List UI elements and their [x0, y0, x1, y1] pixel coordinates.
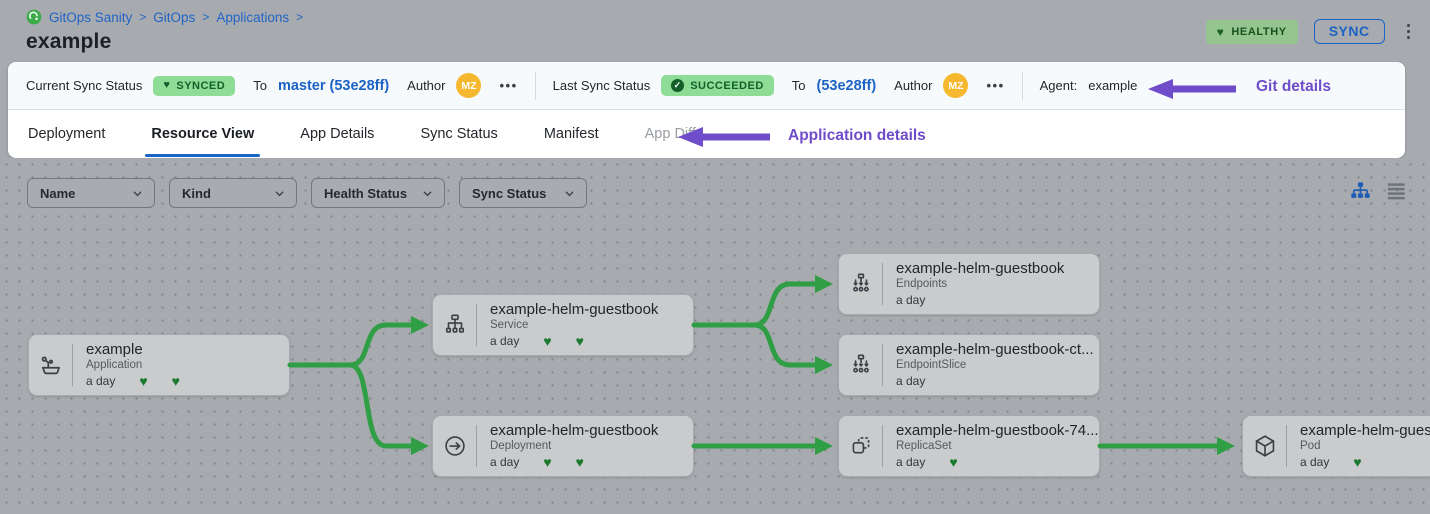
node-kind: ReplicaSet — [896, 440, 952, 452]
sync-status-filter-dropdown[interactable]: Sync Status — [459, 178, 587, 208]
annotation-arrow-application-details — [678, 127, 770, 147]
more-options-icon[interactable]: ••• — [499, 78, 518, 93]
node-age: a day — [490, 455, 520, 469]
breadcrumb-link-project[interactable]: GitOps Sanity — [49, 9, 133, 25]
annotation-application-details: Application details — [788, 127, 926, 144]
agent-label: Agent: — [1039, 78, 1078, 93]
chevron-down-icon — [275, 190, 284, 196]
node-age: a day — [1300, 455, 1330, 469]
node-title: example-helm-guestbook — [490, 301, 659, 318]
chevron-down-icon — [133, 190, 142, 196]
resource-node-application[interactable]: example Application a day ♥ ♥ — [28, 334, 290, 396]
node-title: example-helm-guestbook-ct... — [896, 341, 1094, 358]
service-icon — [433, 295, 476, 355]
to-label: To — [253, 78, 267, 93]
health-status-filter-dropdown[interactable]: Health Status — [311, 178, 445, 208]
agent-value: example — [1088, 78, 1138, 93]
node-kind: Endpoints — [896, 278, 948, 290]
health-heart-icon: ♥ — [543, 333, 552, 349]
gitops-logo-icon — [26, 9, 42, 25]
heart-icon: ♥ — [163, 79, 171, 91]
last-sync-target-link[interactable]: (53e28ff) — [816, 77, 877, 94]
sync-heart-icon: ♥ — [575, 454, 584, 470]
resource-node-replicaset[interactable]: example-helm-guestbook-74... ReplicaSet … — [838, 415, 1100, 477]
resource-node-endpoints[interactable]: example-helm-guestbook Endpoints a day — [838, 253, 1100, 315]
breadcrumb-separator: > — [139, 10, 147, 24]
chevron-down-icon — [565, 190, 574, 196]
tab-sync-status[interactable]: Sync Status — [420, 125, 498, 142]
author-label: Author — [894, 78, 933, 93]
page-title: example — [26, 30, 112, 53]
breadcrumb-link-applications[interactable]: Applications — [216, 9, 290, 25]
current-sync-status-label: Current Sync Status — [26, 78, 143, 93]
node-title: example-helm-guestbook — [896, 260, 1065, 277]
tab-app-details[interactable]: App Details — [300, 125, 375, 142]
list-view-icon[interactable] — [1385, 180, 1408, 203]
breadcrumb-separator: > — [296, 10, 304, 24]
succeeded-badge: ✓ SUCCEEDED — [661, 75, 774, 96]
to-label: To — [791, 78, 806, 93]
node-kind: Application — [86, 359, 143, 371]
sync-heart-icon: ♥ — [171, 373, 180, 389]
node-age: a day — [490, 334, 520, 348]
node-age: a day — [896, 455, 926, 469]
name-filter-dropdown[interactable]: Name — [27, 178, 155, 208]
tab-resource-view[interactable]: Resource View — [145, 110, 261, 157]
deployment-icon — [433, 416, 476, 476]
annotation-git-details: Git details — [1256, 78, 1331, 95]
resource-node-service[interactable]: example-helm-guestbook Service a day ♥ ♥ — [432, 294, 694, 356]
tab-deployment[interactable]: Deployment — [28, 125, 106, 142]
author-avatar: MZ — [943, 73, 969, 98]
node-title: example-helm-guestbook-74... — [896, 422, 1099, 439]
sync-button[interactable]: SYNC — [1313, 19, 1385, 44]
node-age: a day — [896, 293, 926, 307]
top-bar: GitOps Sanity > GitOps > Applications > … — [0, 0, 1430, 62]
resource-node-endpointslice[interactable]: example-helm-guestbook-ct... EndpointSli… — [838, 334, 1100, 396]
divider — [1021, 71, 1023, 100]
breadcrumb: GitOps Sanity > GitOps > Applications > — [26, 9, 1414, 25]
author-avatar: MZ — [456, 73, 482, 98]
tab-manifest[interactable]: Manifest — [543, 125, 599, 142]
health-heart-icon: ♥ — [949, 454, 958, 470]
node-title: example — [86, 341, 143, 358]
application-icon — [29, 335, 72, 395]
node-kind: Pod — [1300, 440, 1321, 452]
current-sync-target-link[interactable]: master (53e28ff) — [277, 77, 390, 94]
replicaset-icon — [839, 416, 882, 476]
heart-icon: ♥ — [1216, 24, 1225, 39]
author-label: Author — [407, 78, 446, 93]
health-heart-icon: ♥ — [139, 373, 148, 389]
chevron-down-icon — [423, 190, 432, 196]
node-kind: EndpointSlice — [896, 359, 967, 371]
endpoints-icon — [839, 254, 882, 314]
divider — [534, 71, 536, 100]
endpointslice-icon — [839, 335, 882, 395]
node-kind: Deployment — [490, 440, 552, 452]
node-age: a day — [86, 374, 116, 388]
kebab-menu-icon[interactable] — [1401, 20, 1416, 43]
node-title: example-helm-guestbook — [490, 422, 659, 439]
breadcrumb-separator: > — [202, 10, 210, 24]
check-icon: ✓ — [671, 79, 685, 92]
annotation-arrow-git-details — [1148, 79, 1236, 99]
node-kind: Service — [490, 319, 529, 331]
last-sync-status-label: Last Sync Status — [552, 78, 651, 93]
health-badge-label: HEALTHY — [1231, 25, 1287, 38]
tree-view-icon[interactable] — [1349, 180, 1372, 203]
more-options-icon[interactable]: ••• — [986, 78, 1005, 93]
pod-icon — [1243, 416, 1286, 476]
node-title: example-helm-guestbook — [1300, 422, 1430, 439]
health-status-badge: ♥ HEALTHY — [1205, 19, 1298, 44]
sync-heart-icon: ♥ — [575, 333, 584, 349]
kind-filter-dropdown[interactable]: Kind — [169, 178, 297, 208]
resource-node-pod[interactable]: example-helm-guestbook Pod a day ♥ — [1242, 415, 1430, 477]
breadcrumb-link-module[interactable]: GitOps — [153, 9, 196, 25]
filter-bar: Name Kind Health Status Sync Status — [27, 178, 587, 208]
health-heart-icon: ♥ — [1353, 454, 1362, 470]
resource-node-deployment[interactable]: example-helm-guestbook Deployment a day … — [432, 415, 694, 477]
synced-badge: ♥ SYNCED — [153, 75, 236, 96]
health-heart-icon: ♥ — [543, 454, 552, 470]
node-age: a day — [896, 374, 926, 388]
